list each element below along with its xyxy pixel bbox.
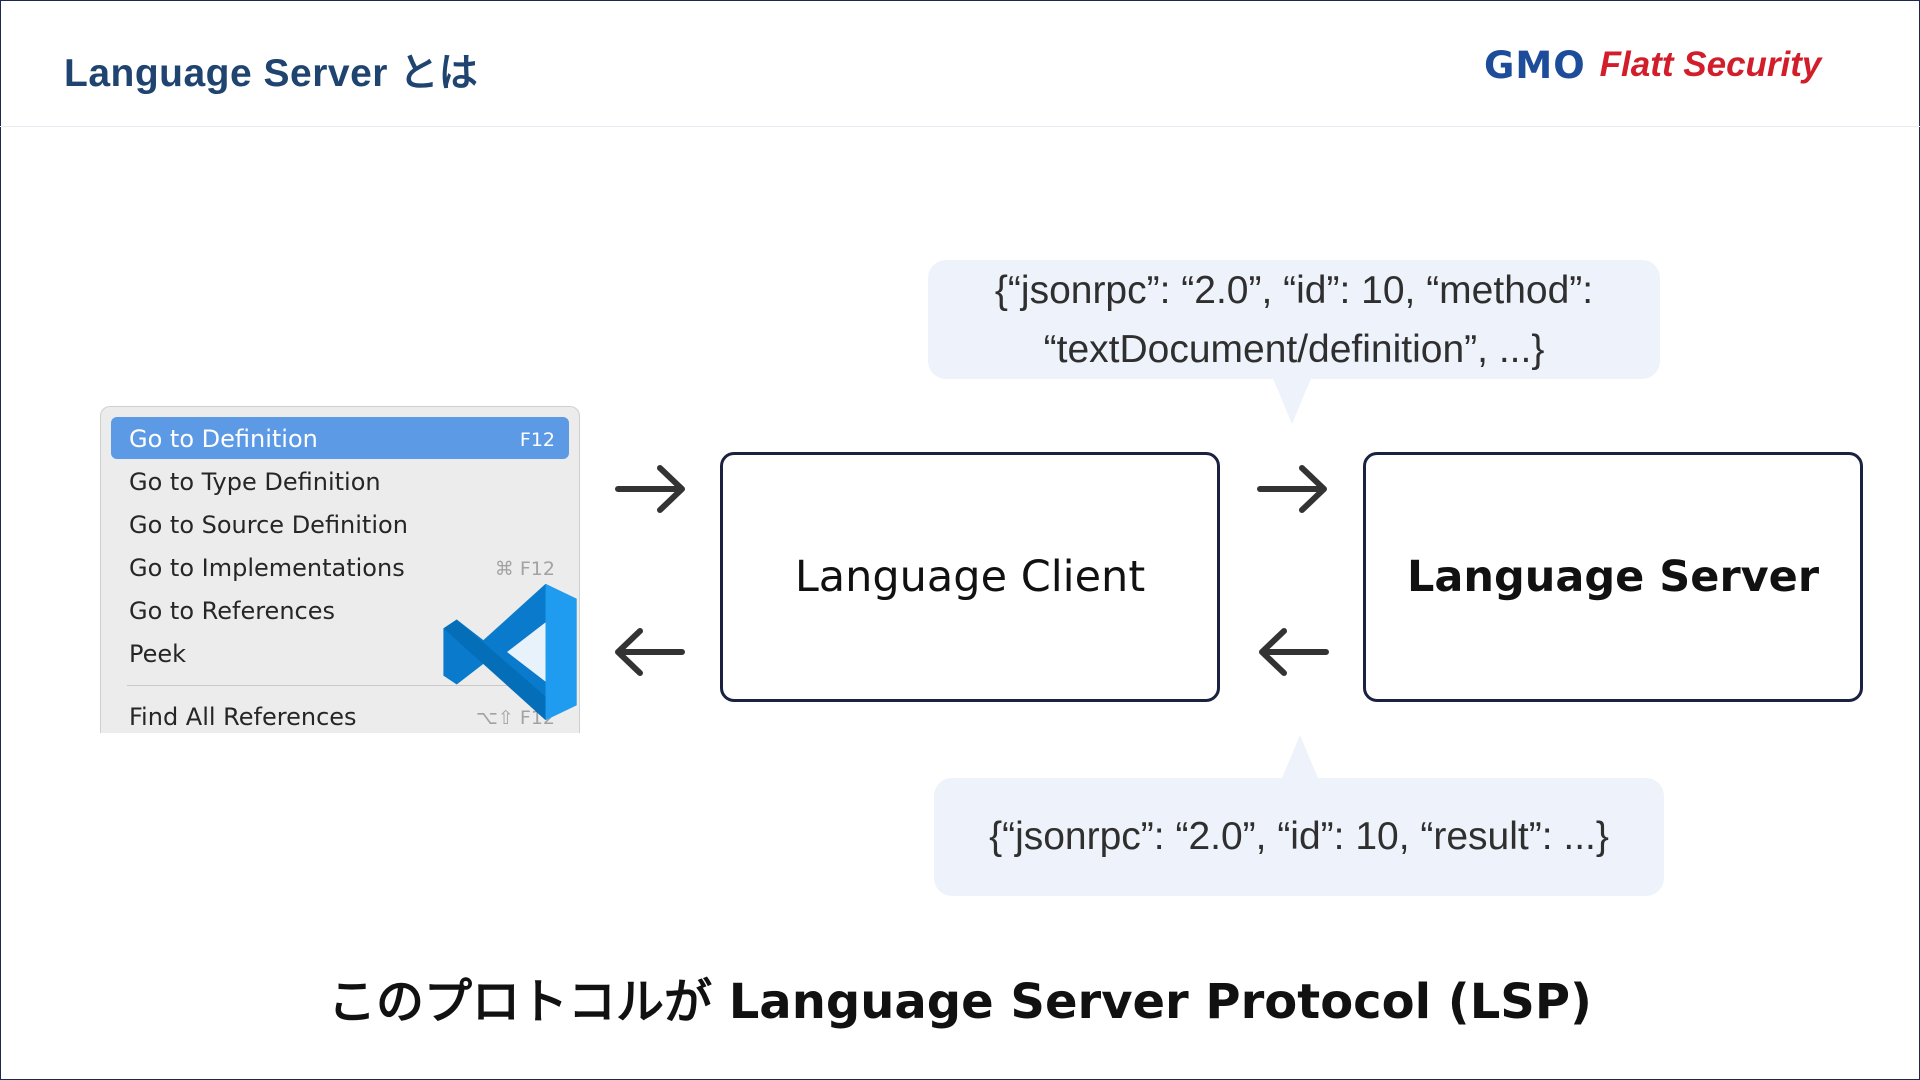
arrow-right-icon [615,465,685,513]
menu-separator [127,685,547,686]
logo-flatt-security: Flatt Security [1599,45,1822,84]
response-json-bubble: {“jsonrpc”: “2.0”, “id”: 10, “result”: .… [934,778,1664,896]
request-bubble-tail [1272,376,1312,424]
request-json-line-2: “textDocument/definition”, ...} [1043,328,1545,371]
language-server-box: Language Server [1363,452,1863,702]
arrow-left-icon [1259,628,1329,676]
menu-item-shortcut: ⌥⇧ F12 [476,707,555,729]
vscode-logo-icon [443,583,577,721]
menu-item-label: Go to Source Definition [129,511,408,539]
arrow-right-icon [1257,465,1327,513]
language-server-label: Language Server [1406,552,1820,602]
menu-item-find-all-references[interactable]: Find All References ⌥⇧ F12 [111,695,569,733]
menu-item-label: Go to References [129,597,335,625]
arrow-left-icon [615,628,685,676]
logo-gmo: GMO [1484,43,1586,87]
menu-item-label: Find All References [129,703,357,731]
menu-item-go-to-implementations[interactable]: Go to Implementations ⌘ F12 [111,546,569,588]
menu-item-go-to-references[interactable]: Go to References ⇧ [111,589,569,631]
menu-item-go-to-source-definition[interactable]: Go to Source Definition [111,503,569,545]
menu-item-label: Go to Definition [129,425,318,453]
company-logo: GMO Flatt Security [1484,40,1821,90]
slide-title: Language Server とは [64,52,479,95]
menu-item-label: Go to Implementations [129,554,405,582]
response-json-line: {“jsonrpc”: “2.0”, “id”: 10, “result”: .… [989,815,1609,858]
language-client-box: Language Client [720,452,1220,702]
menu-item-shortcut: ⌘ F12 [494,558,555,580]
language-client-label: Language Client [794,552,1146,602]
slide-caption: このプロトコルが Language Server Protocol (LSP) [328,974,1592,1030]
slide-header: Language Server とは GMO Flatt Security [0,0,1920,127]
menu-item-go-to-definition[interactable]: Go to Definition F12 [111,417,569,459]
menu-item-shortcut: F12 [519,429,555,451]
request-json-line-1: {“jsonrpc”: “2.0”, “id”: 10, “method”: [994,269,1594,312]
response-bubble-tail [1280,735,1320,783]
menu-item-label: Go to Type Definition [129,468,381,496]
request-json-bubble: {“jsonrpc”: “2.0”, “id”: 10, “method”: “… [928,260,1660,379]
menu-item-label: Peek [129,640,187,668]
menu-item-go-to-type-definition[interactable]: Go to Type Definition [111,460,569,502]
